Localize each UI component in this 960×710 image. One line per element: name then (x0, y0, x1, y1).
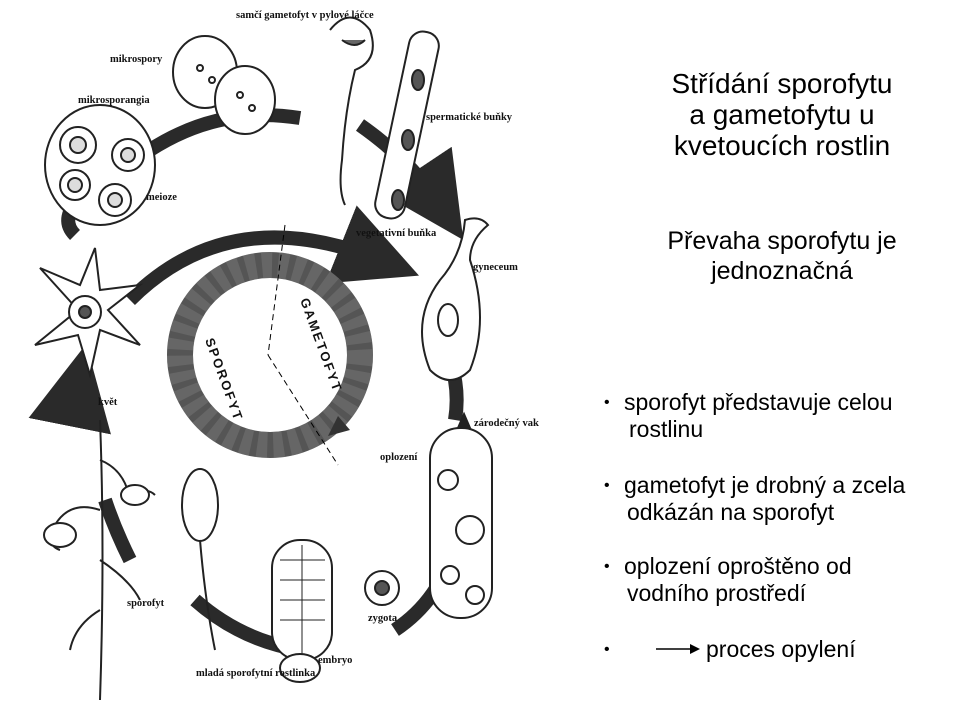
bullet-dot: • (604, 477, 610, 494)
label-sperm-cells: spermatické buňky (426, 112, 513, 123)
life-cycle-diagram: SPOROFYT GAMETOFYT (28, 10, 539, 701)
label-sporophyte: sporofyt (127, 598, 165, 609)
slide-title: Střídání sporofytu a gametofytu u kvetou… (612, 68, 952, 161)
label-young-sporophyte: mladá sporofytní rostlinka (196, 668, 316, 679)
bullet-dot: • (604, 394, 610, 411)
pollination-arrow-icon (656, 644, 700, 654)
pollen-tube-illustration (329, 16, 374, 206)
young-sporophyte-illustration (181, 468, 219, 651)
label-embryo: embryo (318, 655, 352, 666)
inner-transition-arrow (125, 205, 420, 305)
label-microsporangia: mikrosporangia (78, 95, 150, 106)
title-line: Střídání sporofytu (671, 68, 893, 99)
microsporangia-illustration (44, 104, 156, 226)
label-embryo-sac: zárodečný vak (474, 418, 539, 429)
label-zygote: zygota (368, 613, 398, 624)
label-male-gametophyte: samčí gametofyt v pylové láčce (236, 10, 374, 21)
bullet-dot: • (604, 558, 610, 575)
flower-illustration (34, 247, 144, 379)
subtitle-line: jednoznačná (711, 257, 853, 285)
label-vegetative-cell: vegetativní buňka (356, 228, 437, 239)
bullet-line: rostlinu (629, 416, 704, 442)
zygote-illustration (364, 570, 400, 606)
bullet-dot: • (604, 641, 610, 658)
label-gynoecium: gyneceum (473, 262, 518, 273)
bullet-line: gametofyt je drobný a zcela (624, 472, 906, 498)
label-flower: květ (98, 397, 118, 408)
pollen-grain-illustration (172, 35, 276, 135)
embryo-sac-illustration (429, 411, 493, 619)
embryo-illustration (271, 539, 333, 683)
label-fertilization: oplození (380, 452, 418, 463)
sporophyte-plant-illustration (43, 419, 156, 701)
subtitle-line: Převaha sporofytu je (667, 227, 897, 255)
label-microspores: mikrospory (110, 54, 163, 65)
bullet-line: vodního prostředí (627, 580, 807, 606)
title-line: kvetoucích rostlin (673, 130, 891, 161)
legend-text: proces opylení (706, 636, 856, 662)
label-meiosis: meioze (146, 192, 177, 203)
alternation-ring: SPOROFYT GAMETOFYT (167, 224, 373, 466)
bullet-line: oplození oproštěno od (624, 553, 852, 579)
gynoecium-illustration (421, 217, 490, 381)
sperm-cells-tube-illustration (374, 30, 440, 220)
bullet-line: sporofyt představuje celou (624, 389, 893, 415)
bullet-line: odkázán na sporofyt (627, 499, 835, 525)
slide-subtitle: Převaha sporofytu je jednoznačná (612, 226, 952, 286)
title-line: a gametofytu u (689, 99, 875, 130)
